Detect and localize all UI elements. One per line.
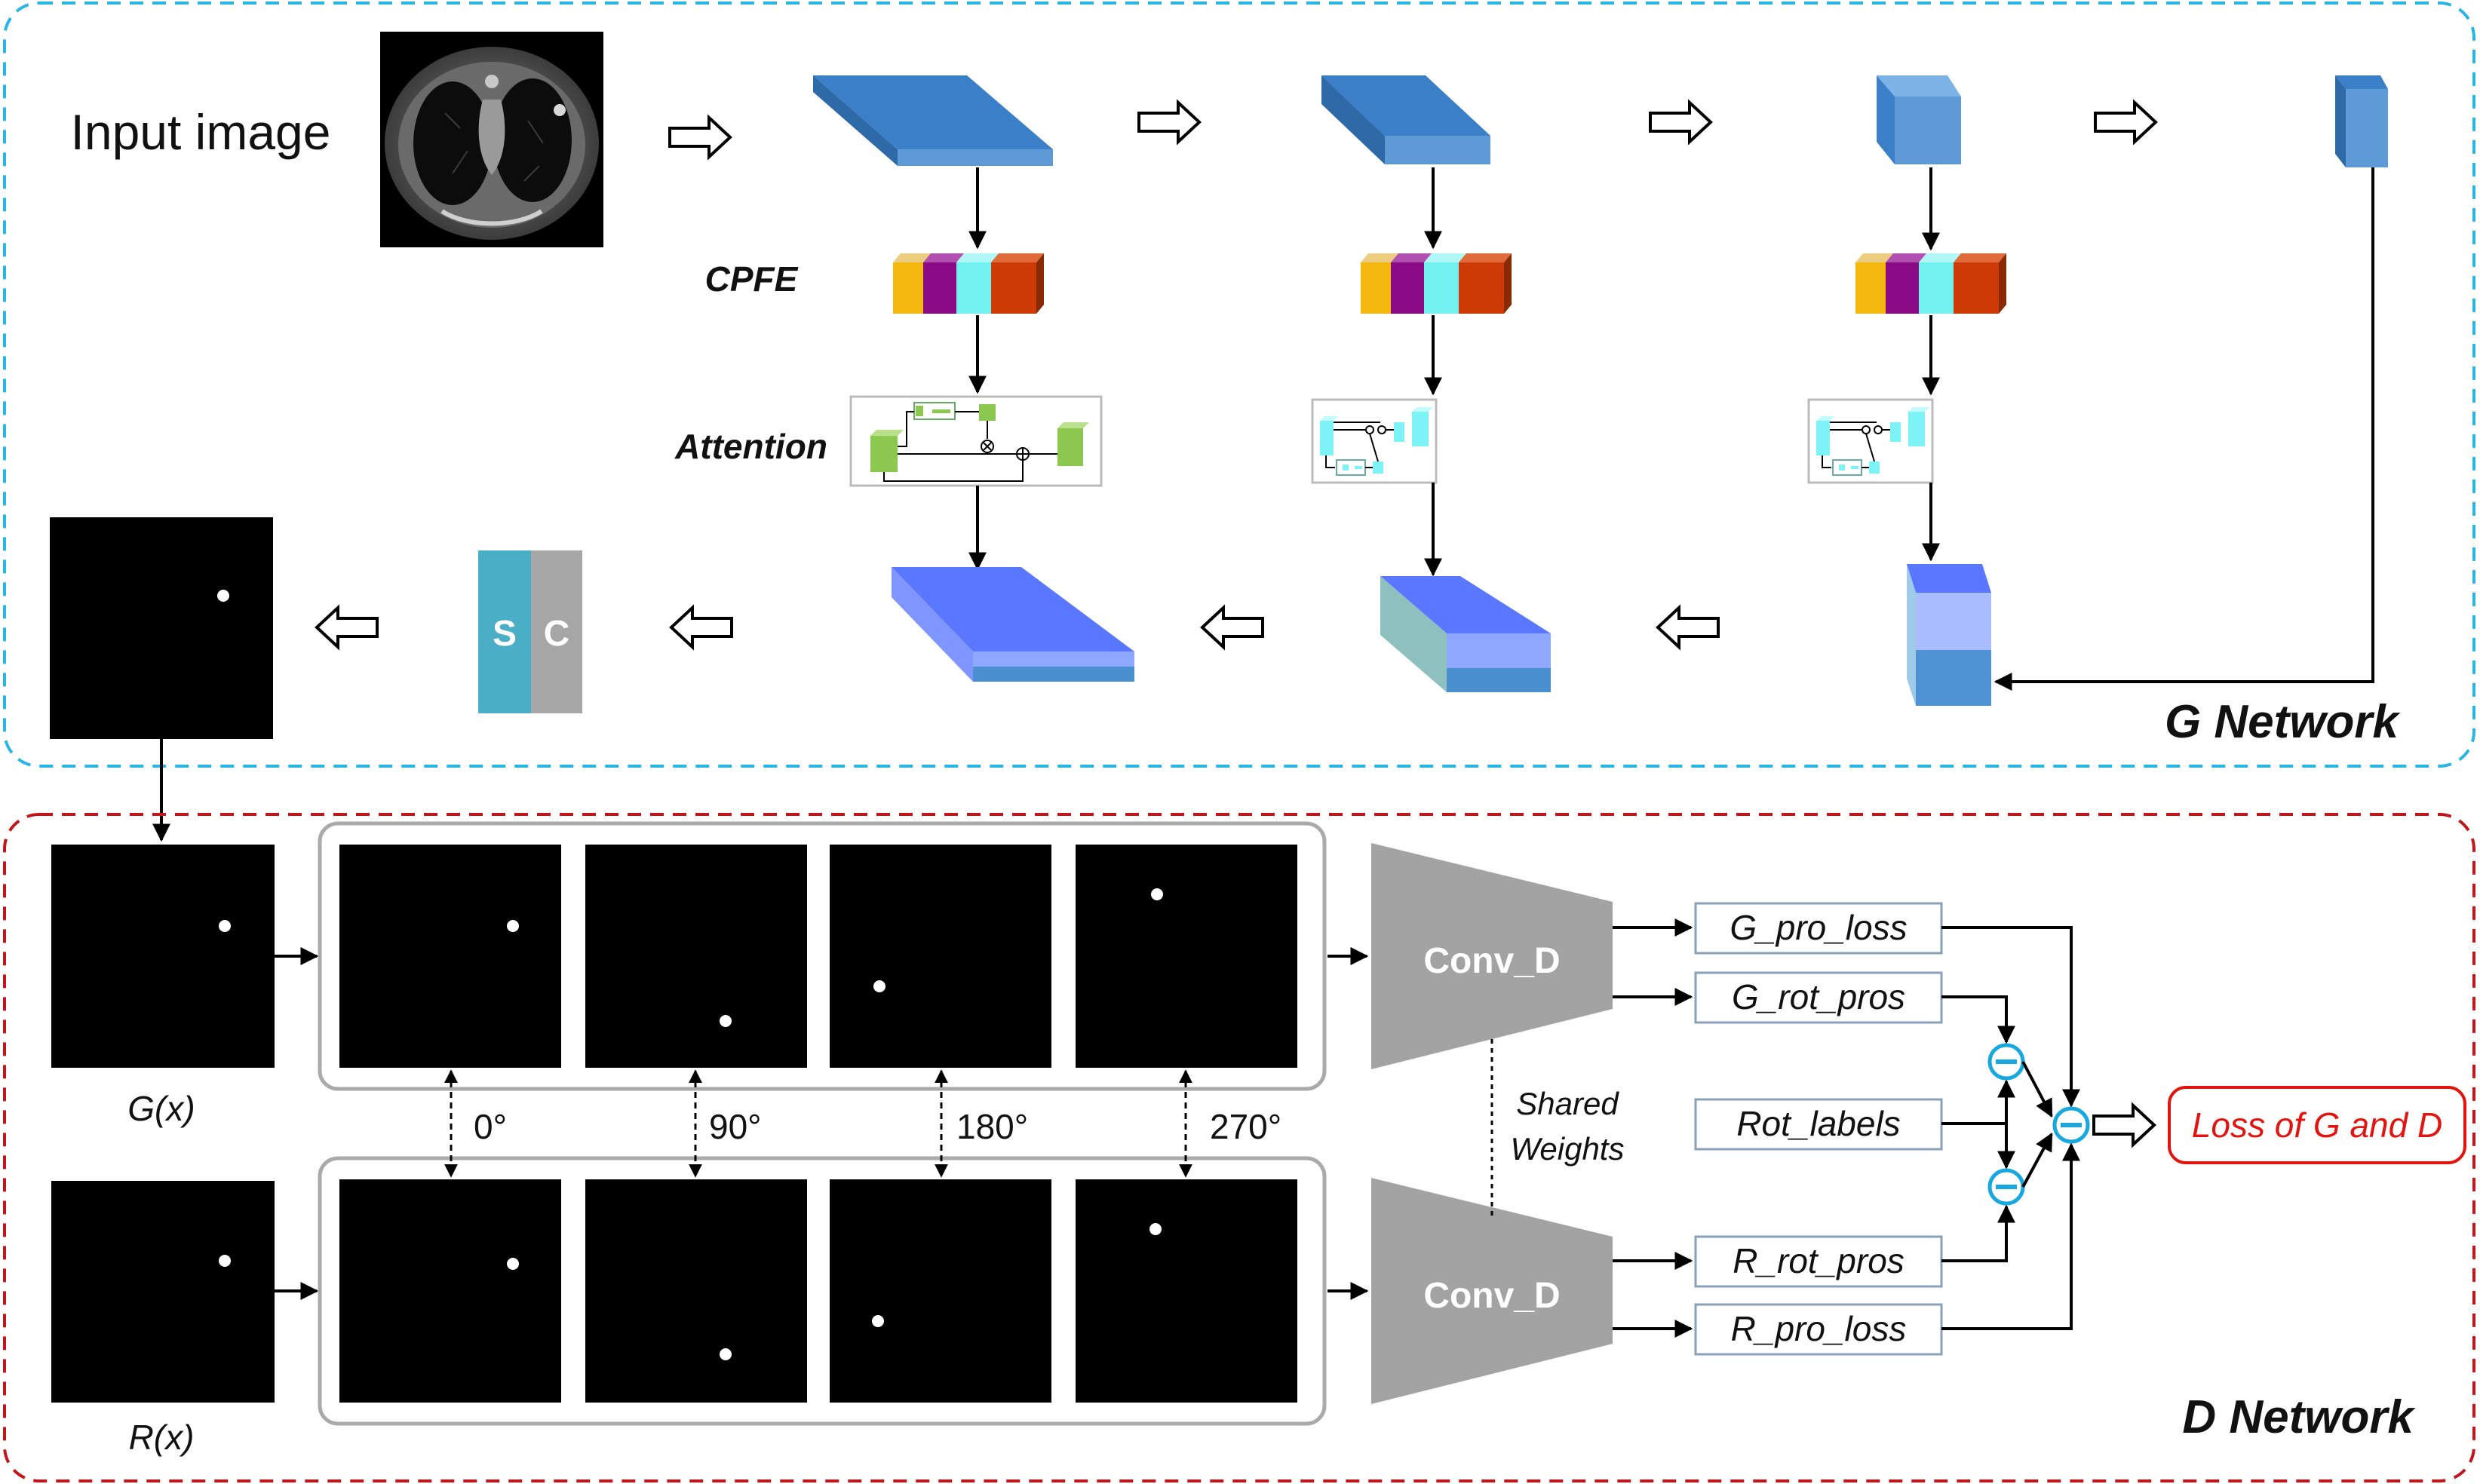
rotation-label-0: 0° — [474, 1107, 507, 1146]
conv-d-top-label: Conv_D — [1423, 941, 1560, 981]
flow-arrow-3 — [1649, 101, 1712, 143]
r-rot-270 — [1076, 1179, 1297, 1403]
r-rot-0 — [339, 1179, 561, 1403]
encoder-block-2 — [1321, 75, 1490, 164]
decoder-block-3 — [1907, 564, 1991, 706]
attention-module-2 — [1311, 398, 1438, 484]
encoder-block-1 — [813, 75, 1053, 166]
cpfe-block-1 — [893, 253, 1044, 314]
g-network-border — [3, 2, 2475, 768]
decoder-block-2 — [1380, 576, 1551, 692]
sc-block: S C — [478, 550, 582, 713]
r-rot-180 — [830, 1179, 1051, 1403]
flow-arrow-back-2 — [1201, 606, 1264, 648]
flow-arrow-back-1 — [1656, 606, 1720, 648]
output-mask — [50, 517, 273, 739]
r-pro-loss-box: R_pro_loss — [1694, 1303, 1943, 1356]
g-rotations-frame — [318, 821, 1327, 1091]
g-rot-pros-box: G_rot_pros — [1694, 971, 1943, 1024]
attention-module-1 — [849, 395, 1103, 487]
encoder-block-4 — [2335, 75, 2388, 167]
decoder-block-1 — [892, 567, 1134, 682]
cpfe-block-3 — [1855, 253, 2006, 314]
minus-circle-top — [1987, 1043, 2025, 1081]
attention-module-3 — [1807, 398, 1934, 484]
g-rot-270 — [1076, 845, 1297, 1068]
rotation-label-270: 270° — [1210, 1107, 1281, 1146]
rot-labels-box: Rot_labels — [1694, 1098, 1943, 1151]
cpfe-label: CPFE — [705, 259, 799, 299]
gx-label: G(x) — [127, 1089, 195, 1128]
shared-weights-line1: Shared — [1516, 1086, 1619, 1121]
rotation-label-90: 90° — [709, 1107, 762, 1146]
g-pro-loss-label: G_pro_loss — [1730, 908, 1907, 947]
rotation-label-180: 180° — [956, 1107, 1028, 1146]
encoder-block-3 — [1877, 75, 1961, 164]
g-network-label: G Network — [2165, 696, 2402, 748]
flow-arrow-1 — [668, 116, 732, 158]
r-rot-pros-box: R_rot_pros — [1694, 1235, 1943, 1288]
rx-image — [51, 1181, 275, 1403]
r-rotations-frame — [318, 1156, 1327, 1426]
gx-image — [51, 845, 275, 1068]
d-network-label: D Network — [2182, 1391, 2416, 1443]
minus-circle-final — [2052, 1106, 2090, 1144]
minus-circle-bottom — [1987, 1168, 2025, 1206]
d-network-border — [3, 813, 2475, 1482]
flow-arrow-back-3 — [670, 606, 733, 648]
input-image-label: Input image — [71, 104, 331, 160]
g-rot-pros-label: G_rot_pros — [1732, 977, 1905, 1016]
cpfe-block-2 — [1361, 253, 1512, 314]
flow-arrow-back-4 — [315, 606, 379, 648]
flow-arrow-4 — [2094, 101, 2157, 143]
sc-c-label: C — [544, 614, 570, 654]
r-rot-pros-label: R_rot_pros — [1733, 1241, 1905, 1280]
final-arrow — [2092, 1104, 2156, 1146]
sc-s-label: S — [493, 614, 517, 654]
rot-labels-label: Rot_labels — [1736, 1104, 1900, 1143]
attention-label: Attention — [674, 427, 827, 466]
rx-label: R(x) — [129, 1418, 195, 1457]
conv-d-top: Conv_D — [1371, 843, 1613, 1069]
g-pro-loss-box: G_pro_loss — [1694, 902, 1943, 955]
ct-input-image — [380, 32, 603, 247]
conv-d-bottom-label: Conv_D — [1423, 1276, 1560, 1316]
final-loss-label: Loss of G and D — [2192, 1105, 2442, 1145]
r-pro-loss-label: R_pro_loss — [1731, 1309, 1907, 1348]
g-rot-90 — [585, 845, 807, 1068]
r-rot-90 — [585, 1179, 807, 1403]
conv-d-bottom: Conv_D — [1371, 1178, 1613, 1404]
g-rot-180 — [830, 845, 1051, 1068]
g-rot-0 — [339, 845, 561, 1068]
flow-arrow-2 — [1137, 101, 1201, 143]
final-loss-box: Loss of G and D — [2168, 1086, 2466, 1164]
shared-weights-line2: Weights — [1511, 1131, 1625, 1167]
